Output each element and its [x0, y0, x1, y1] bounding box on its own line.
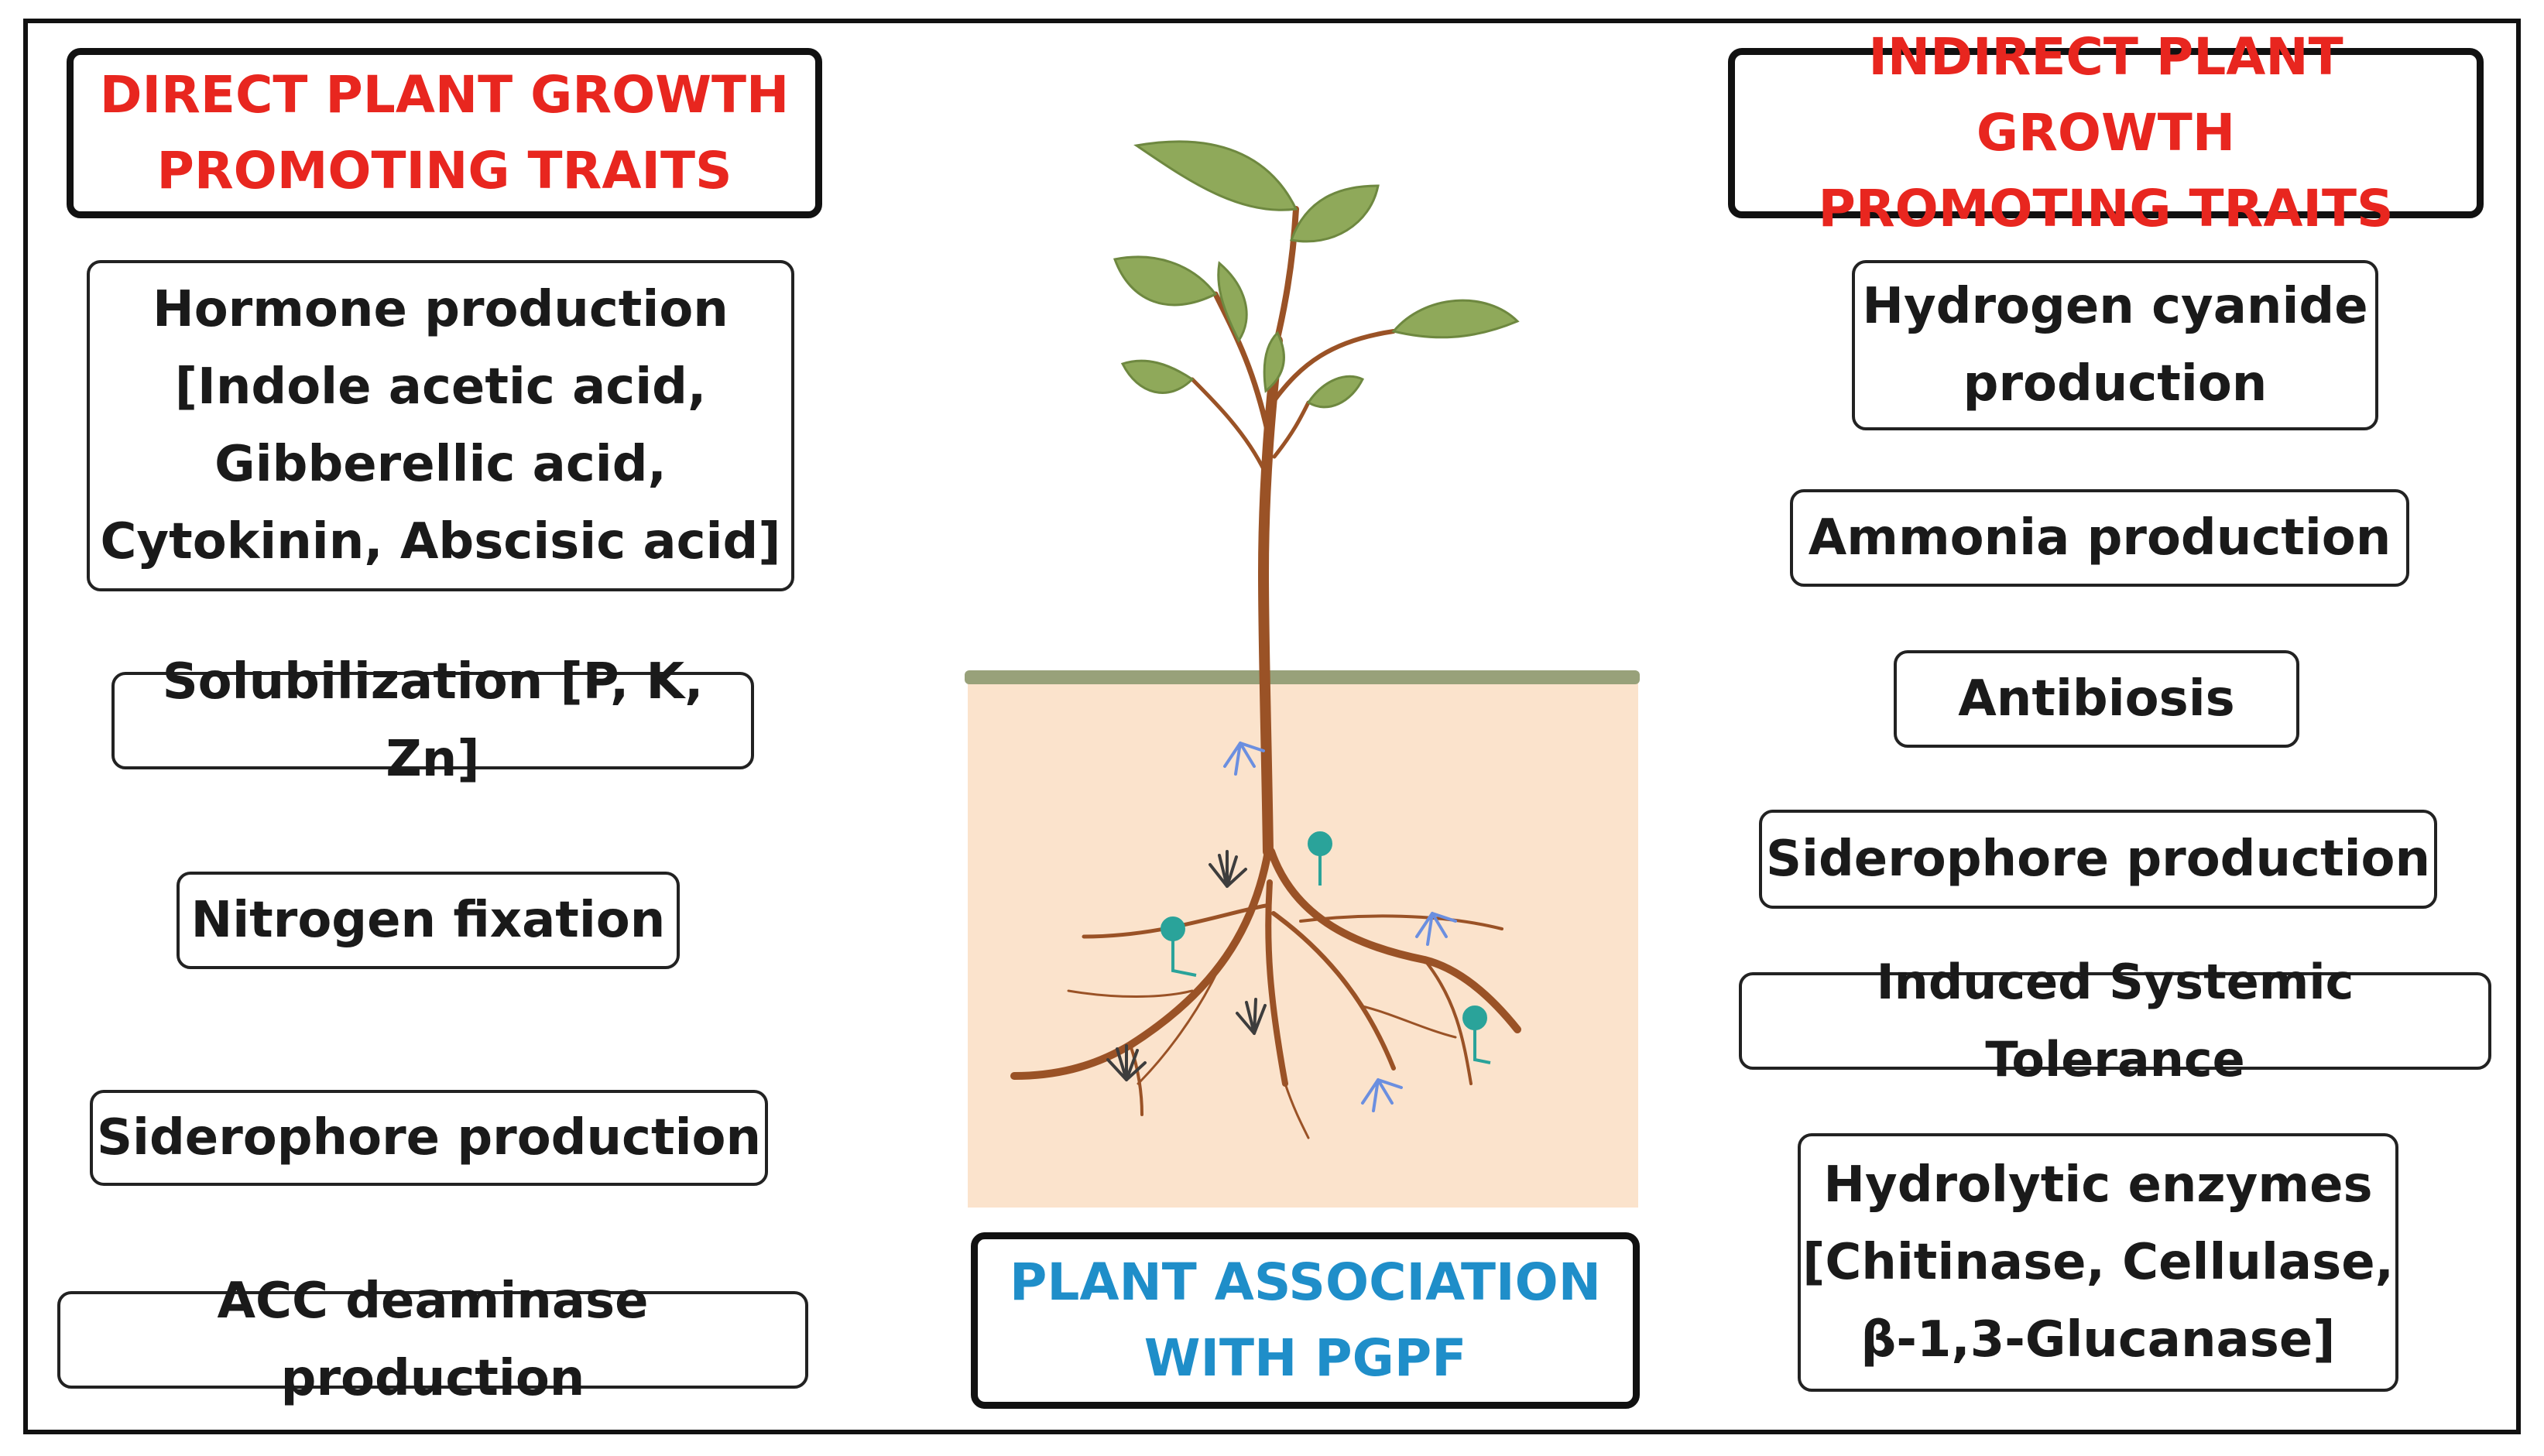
plant-root-illustration [965, 140, 1640, 1208]
leaf [1217, 261, 1248, 343]
fungal-conidia-blue [1223, 742, 1457, 1112]
direct-trait-nitrogen-fixation-text: Nitrogen fixation [190, 892, 666, 949]
center-label-text: PLANT ASSOCIATION WITH PGPF [1010, 1252, 1601, 1388]
indirect-trait-antibiosis: Antibiosis [1894, 650, 2299, 748]
indirect-trait-ammonia-production: Ammonia production [1790, 489, 2409, 587]
direct-trait-hormone-production: Hormone production [Indole acetic acid, … [87, 260, 794, 591]
leaf [1289, 184, 1380, 243]
direct-trait-siderophore-production: Siderophore production [90, 1090, 768, 1186]
indirect-trait-antibiosis-text: Antibiosis [1958, 670, 2235, 728]
direct-trait-solubilization-text: Solubilization [P, K, Zn] [162, 653, 704, 788]
direct-trait-acc-deaminase-text: ACC deaminase production [217, 1273, 649, 1407]
direct-traits-header: DIRECT PLANT GROWTH PROMOTING TRAITS [67, 48, 822, 218]
fungal-hyphae [1106, 850, 1267, 1081]
center-label-box: PLANT ASSOCIATION WITH PGPF [971, 1232, 1640, 1409]
direct-trait-nitrogen-fixation: Nitrogen fixation [177, 872, 680, 969]
plant-roots [1010, 848, 1521, 1139]
indirect-trait-hydrolytic-enzymes: Hydrolytic enzymes [Chitinase, Cellulase… [1798, 1133, 2398, 1392]
leaf [1120, 359, 1195, 394]
direct-trait-siderophore-production-text: Siderophore production [96, 1109, 762, 1167]
leaf [1306, 375, 1365, 409]
leaf [1391, 299, 1520, 339]
direct-trait-hormone-production-text: Hormone production [Indole acetic acid, … [100, 281, 781, 570]
indirect-traits-header-text: INDIRECT PLANT GROWTH PROMOTING TRAITS [1818, 27, 2394, 238]
indirect-trait-hydrogen-cyanide-text: Hydrogen cyanide production [1862, 278, 2368, 413]
ground-line [965, 670, 1640, 684]
plant-leaves [1113, 140, 1520, 409]
leaf [1133, 140, 1298, 211]
indirect-trait-hydrolytic-enzymes-text: Hydrolytic enzymes [Chitinase, Cellulase… [1802, 1156, 2394, 1369]
indirect-traits-header: INDIRECT PLANT GROWTH PROMOTING TRAITS [1728, 27, 2484, 238]
indirect-trait-hydrogen-cyanide: Hydrogen cyanide production [1852, 260, 2378, 430]
indirect-trait-induced-systemic-tolerance: Induced Systemic Tolerance [1739, 954, 2491, 1088]
indirect-trait-ammonia-production-text: Ammonia production [1808, 509, 2391, 567]
fungal-spores-teal [1161, 831, 1491, 1064]
leaf [1263, 331, 1285, 393]
indirect-trait-siderophore-production: Siderophore production [1759, 810, 2437, 909]
direct-trait-acc-deaminase: ACC deaminase production [57, 1273, 808, 1407]
soil-block [968, 677, 1638, 1208]
indirect-trait-induced-systemic-tolerance-text: Induced Systemic Tolerance [1876, 954, 2354, 1088]
leaf [1113, 255, 1218, 307]
indirect-trait-siderophore-production-text: Siderophore production [1765, 831, 2431, 888]
direct-traits-header-text: DIRECT PLANT GROWTH PROMOTING TRAITS [99, 65, 790, 200]
direct-trait-solubilization: Solubilization [P, K, Zn] [111, 653, 754, 788]
